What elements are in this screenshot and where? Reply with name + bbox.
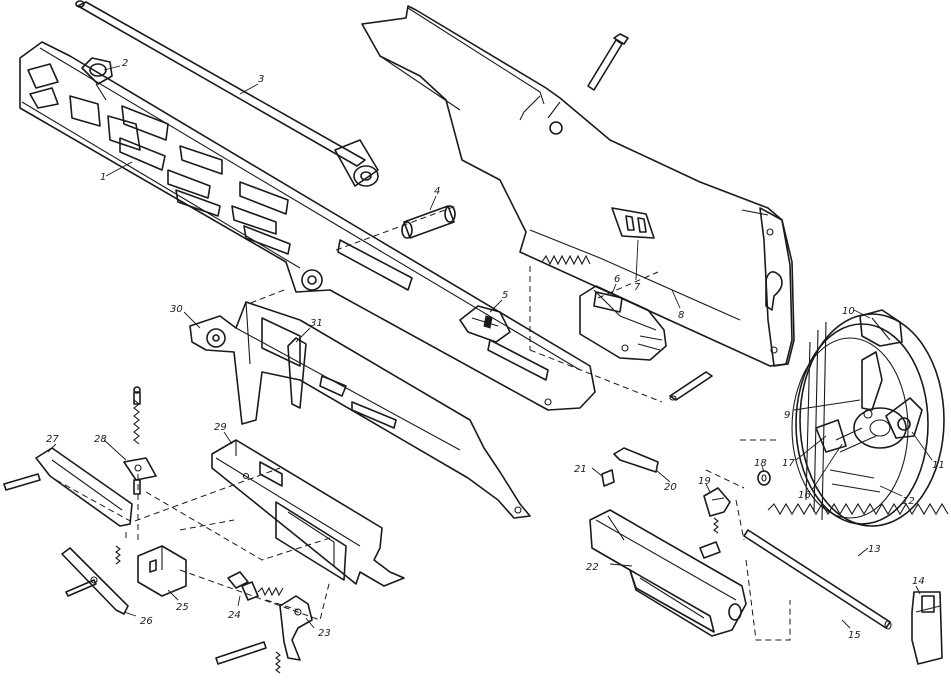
part-12-drum-magazine — [791, 309, 945, 527]
callout-20: 20 — [664, 482, 677, 493]
callout-29: 29 — [214, 422, 227, 433]
callout-1: 1 — [100, 172, 106, 183]
assembly-lines — [55, 205, 791, 641]
callout-10: 10 — [842, 306, 855, 317]
part-26-disconnector — [61, 547, 129, 615]
callout-11: 11 — [932, 460, 945, 471]
callout-12: 12 — [902, 496, 915, 507]
callout-7: 7 — [634, 282, 641, 293]
part-18-nut — [757, 470, 771, 486]
part-small-spring-left — [115, 545, 121, 565]
part-13-spring — [767, 502, 949, 516]
callout-2: 2 — [122, 58, 128, 69]
callout-23: 23 — [318, 628, 331, 639]
part-15-rod — [743, 529, 892, 630]
callout-6: 6 — [614, 274, 620, 285]
callout-13: 13 — [868, 544, 881, 555]
part-14-cap — [911, 591, 943, 665]
part-19-catch — [703, 487, 731, 534]
callout-27: 27 — [46, 434, 59, 445]
part-1-receiver — [19, 41, 596, 411]
callout-labels: 1 2 3 4 5 6 7 8 9 10 11 12 13 14 15 16 1… — [46, 58, 945, 641]
callout-30: 30 — [170, 304, 183, 315]
callout-8: 8 — [678, 310, 684, 321]
part-30-trigger-housing — [189, 301, 531, 519]
part-3-barrel — [75, 0, 379, 187]
callout-24: 24 — [228, 610, 241, 621]
callout-26: 26 — [140, 616, 153, 627]
part-25-safety — [137, 545, 187, 597]
callout-19: 19 — [698, 476, 711, 487]
leader-lines — [47, 65, 933, 629]
callout-15: 15 — [848, 630, 861, 641]
part-21-stud — [601, 469, 615, 487]
callout-5: 5 — [502, 290, 508, 301]
callout-21: 21 — [574, 464, 587, 475]
part-6-bolt — [579, 285, 667, 361]
callout-14: 14 — [912, 576, 925, 587]
callout-22: 22 — [586, 562, 599, 573]
part-firing-pin — [669, 371, 713, 401]
callout-25: 25 — [176, 602, 189, 613]
callout-16: 16 — [798, 490, 811, 501]
part-stock-pin — [587, 33, 629, 91]
callout-31: 31 — [310, 318, 323, 329]
part-28-sear — [123, 386, 157, 495]
part-22-magazine-housing — [589, 509, 747, 637]
callout-4: 4 — [434, 186, 440, 197]
callout-3: 3 — [258, 74, 264, 85]
callout-18: 18 — [754, 458, 767, 469]
callout-9: 9 — [784, 410, 790, 421]
part-2-front-sight — [81, 57, 113, 101]
part-29-lower-housing — [211, 439, 405, 587]
callout-28: 28 — [94, 434, 107, 445]
callout-17: 17 — [782, 458, 795, 469]
part-24-screw — [227, 571, 284, 601]
part-5-rear-sight — [459, 305, 511, 343]
part-4-buffer — [401, 205, 456, 239]
part-bolt-spring — [541, 254, 591, 266]
part-8-stock — [361, 5, 795, 367]
part-23-trigger — [215, 595, 313, 674]
part-20-latch — [613, 447, 659, 473]
